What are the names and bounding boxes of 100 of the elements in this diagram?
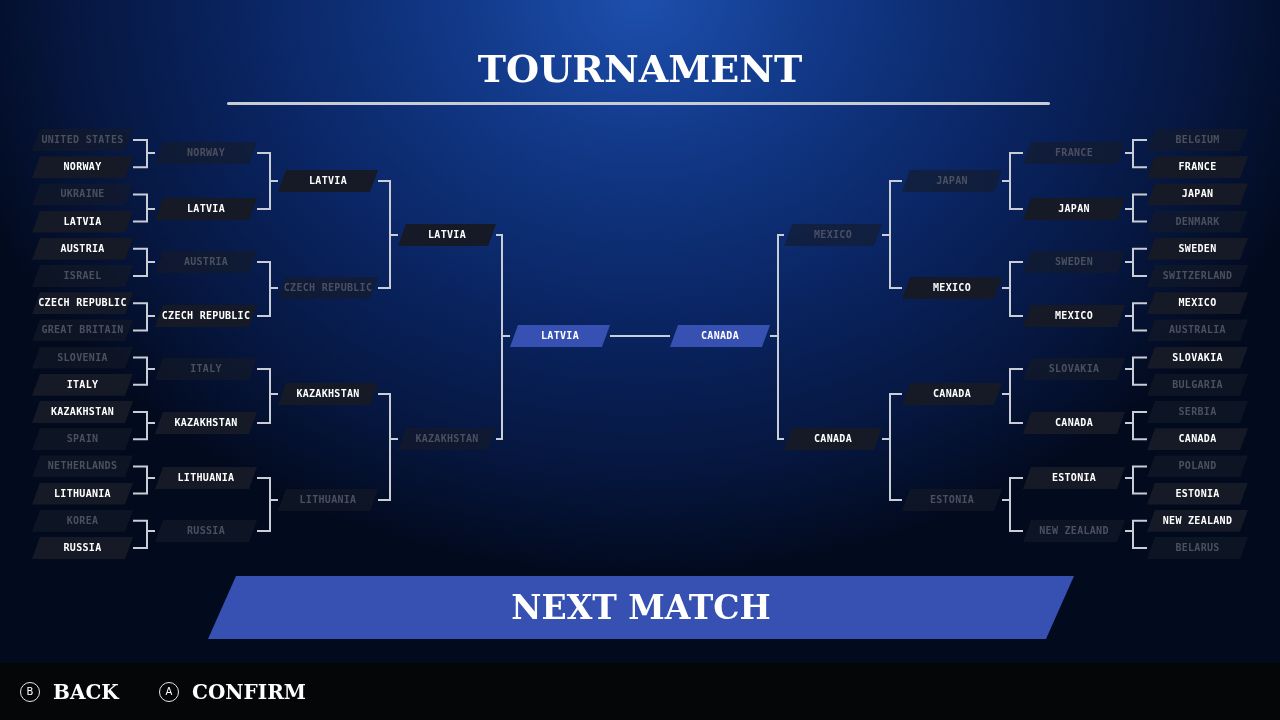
- bracket-slot: [1147, 401, 1248, 423]
- team-name: CANADA: [1178, 434, 1217, 445]
- bracket-line: [1124, 477, 1148, 495]
- team-name: CANADA: [814, 434, 852, 444]
- team-name: LATVIA: [428, 230, 466, 240]
- team-name: JAPAN: [1058, 204, 1090, 214]
- team-name: JAPAN: [1181, 189, 1214, 200]
- bracket-slot: [32, 237, 133, 260]
- bracket-slot: [1147, 373, 1248, 396]
- team-name: CZECH REPUBLIC: [283, 283, 373, 293]
- bracket-line: [1124, 530, 1148, 549]
- bracket-slot: [1147, 537, 1248, 559]
- bracket-slot: [155, 358, 257, 380]
- bracket-line: [1001, 287, 1024, 317]
- team-name: LATVIA: [187, 204, 225, 214]
- bracket-slot: [1147, 183, 1248, 206]
- bracket-slot: [32, 537, 133, 559]
- bracket-slot: [155, 467, 257, 489]
- bracket-slot: [32, 183, 133, 206]
- bracket-line: [132, 530, 156, 549]
- bracket-line: [1124, 208, 1148, 223]
- team-name: NORWAY: [63, 162, 102, 173]
- team-name: LITHUANIA: [177, 473, 235, 483]
- bracket-slot: [1147, 319, 1248, 342]
- team-name: SLOVAKIA: [1048, 364, 1100, 374]
- bracket-line: [881, 234, 903, 289]
- bracket-slot: [278, 383, 378, 405]
- team-name: SWEDEN: [1055, 257, 1093, 267]
- team-name: LATVIA: [541, 331, 579, 341]
- team-name: LITHUANIA: [299, 495, 357, 505]
- bracket-line: [1124, 422, 1148, 441]
- bracket-slot: [32, 401, 133, 423]
- bracket-slot: [902, 170, 1002, 192]
- team-name: KAZAKHSTAN: [50, 407, 115, 417]
- team-name: ITALY: [190, 364, 222, 374]
- bracket-slot: [1147, 210, 1248, 233]
- bracket-slot: [155, 142, 257, 164]
- bracket-slot: [32, 482, 133, 505]
- team-name: POLAND: [1178, 461, 1217, 472]
- team-name: LATVIA: [63, 216, 102, 227]
- bracket-slot: [155, 520, 257, 542]
- team-name: JAPAN: [936, 176, 968, 186]
- bracket-line: [881, 438, 903, 501]
- team-name: RUSSIA: [63, 543, 102, 553]
- team-name: MEXICO: [814, 230, 852, 240]
- bracket-slot: [32, 156, 133, 179]
- bracket-slot: [1023, 412, 1125, 434]
- bracket-slot: [1147, 509, 1248, 532]
- bracket-slot: [32, 509, 133, 532]
- bracket-slot: [1023, 305, 1125, 327]
- team-name: MEXICO: [1178, 298, 1217, 309]
- team-name: ITALY: [66, 379, 99, 390]
- bracket-line: [256, 287, 279, 317]
- bracket-slot: [902, 383, 1002, 405]
- bracket-line: [609, 335, 671, 337]
- bracket-slot: [1147, 156, 1248, 179]
- team-name: MEXICO: [1055, 311, 1093, 321]
- team-name: UKRAINE: [60, 189, 105, 200]
- bracket-slot: [398, 428, 496, 450]
- bracket-slot: [398, 224, 496, 246]
- bracket-slot: [1147, 129, 1248, 151]
- bracket-line: [377, 234, 399, 289]
- team-name: AUSTRIA: [183, 257, 229, 267]
- bracket-line: [256, 180, 279, 210]
- bracket-slot: [155, 412, 257, 434]
- team-name: KOREA: [66, 515, 99, 526]
- team-name: CANADA: [701, 331, 739, 341]
- team-name: LITHUANIA: [54, 488, 111, 499]
- team-name: NEW ZEALAND: [1162, 515, 1233, 526]
- bracket-slot: [1023, 198, 1125, 220]
- bracket-line: [1001, 393, 1024, 424]
- bracket-slot: [1147, 265, 1248, 287]
- bracket-slot: [1023, 467, 1125, 489]
- team-name: SLOVAKIA: [1172, 352, 1223, 363]
- bracket-slot: [278, 170, 378, 192]
- bracket-slot: [784, 428, 882, 450]
- team-name: AUSTRIA: [60, 243, 105, 254]
- team-name: KAZAKHSTAN: [174, 418, 238, 428]
- action-label: BACK: [53, 682, 119, 702]
- bracket-slot: [32, 292, 133, 315]
- team-name: KAZAKHSTAN: [415, 434, 479, 444]
- bracket-line: [256, 499, 279, 532]
- team-name: CANADA: [933, 389, 971, 399]
- final-slot: [670, 325, 770, 347]
- team-name: LATVIA: [309, 176, 347, 186]
- bracket-slot: [155, 251, 257, 273]
- bracket-line: [1124, 152, 1148, 169]
- action-label: CONFIRM: [192, 682, 306, 702]
- bracket-slot: [1147, 482, 1248, 505]
- bracket-line: [495, 335, 511, 440]
- bracket-line: [1001, 180, 1024, 210]
- bracket-slot: [1147, 346, 1248, 369]
- bracket-line: [1001, 499, 1024, 532]
- bracket-slot: [1023, 251, 1125, 273]
- bracket-slot: [32, 346, 133, 369]
- bracket-slot: [155, 198, 257, 220]
- bracket-slot: [32, 455, 133, 478]
- bracket-slot: [1147, 237, 1248, 260]
- bracket-line: [132, 422, 156, 441]
- team-name: DENMARK: [1175, 216, 1220, 227]
